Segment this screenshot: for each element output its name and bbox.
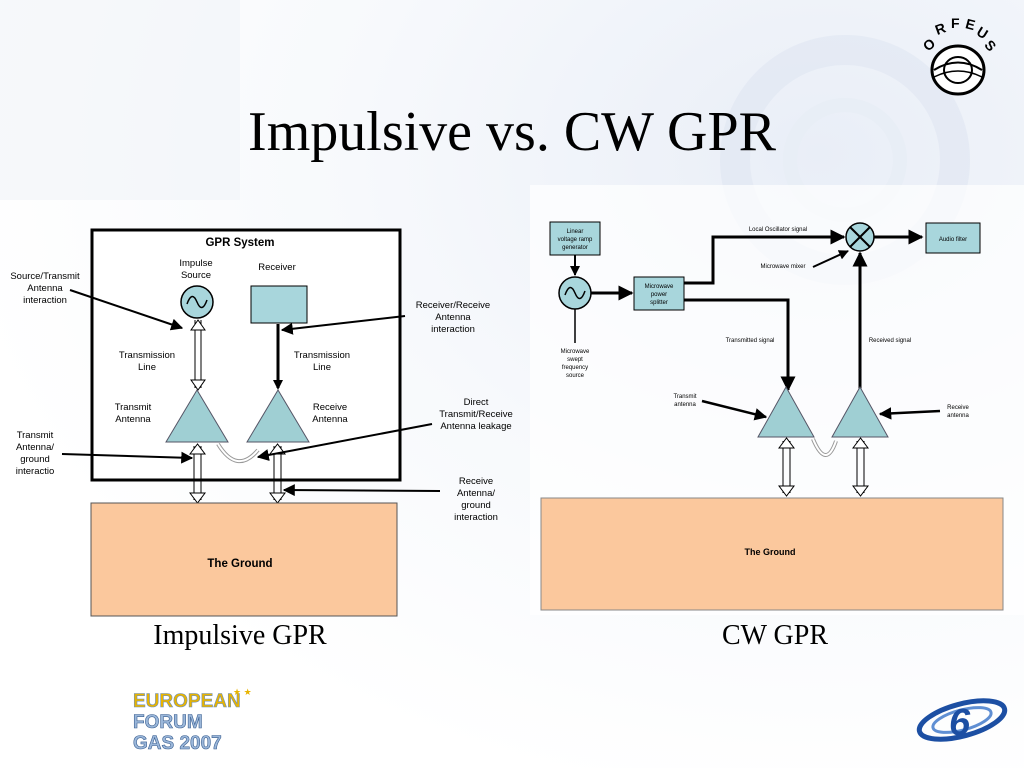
impulsive-gpr-diagram: GPR System Impulse Source Receiver Trans… <box>10 228 513 617</box>
swept-source-label-1: Microwave <box>561 349 590 355</box>
power-splitter-block <box>633 276 685 311</box>
transmission-line-right-2: Line <box>313 362 331 373</box>
ramp-generator-label-2: voltage ramp <box>558 237 593 243</box>
ramp-generator-block <box>549 221 601 256</box>
ann-transmit-ground-3: ground <box>20 454 50 465</box>
cw-transmit-antenna-label-1: Transmit <box>673 394 696 400</box>
audio-filter-label: Audio filter <box>939 237 967 243</box>
fp6-number: 6 <box>949 702 971 744</box>
receive-antenna-triangle <box>246 389 310 443</box>
transmit-antenna-triangle <box>165 389 229 443</box>
ramp-generator-label-1: Linear <box>567 229 584 235</box>
power-splitter-label-3: splitter <box>650 300 668 306</box>
orfeus-logo: O R F E U S <box>920 15 1000 96</box>
fp6-logo: 6 <box>916 698 1008 744</box>
local-oscillator-label: Local Oscillator signal <box>749 227 807 233</box>
cw-receive-antenna-label-2: antenna <box>947 413 969 419</box>
transmission-line-left-2: Line <box>138 362 156 373</box>
power-splitter-label-2: power <box>651 292 667 298</box>
ann-receiver-receive-2: Antenna <box>435 312 471 323</box>
transmit-antenna-label-1: Transmit <box>115 402 152 413</box>
svg-text:O: O <box>920 35 938 54</box>
ann-receive-ground-1: Receive <box>459 476 493 487</box>
ann-direct-leakage-1: Direct <box>464 397 489 408</box>
swept-source-label-4: source <box>566 373 585 379</box>
svg-text:E: E <box>964 15 977 33</box>
cw-receive-antenna-label-1: Receive <box>947 405 969 411</box>
transmission-line-left-1: Transmission <box>119 350 175 361</box>
svg-text:F: F <box>951 15 960 31</box>
ann-receive-ground-2: Antenna/ <box>457 488 495 499</box>
received-signal-label: Received signal <box>869 338 911 344</box>
ramp-generator-label-3: generator <box>562 245 588 251</box>
swept-source-label-3: frequency <box>562 365 588 371</box>
transmission-line-right-1: Transmission <box>294 350 350 361</box>
impulsive-ground <box>90 502 398 617</box>
receive-antenna-label-1: Receive <box>313 402 347 413</box>
receiver-block <box>250 285 308 324</box>
gpr-system-frame <box>90 228 402 482</box>
impulsive-ground-label: The Ground <box>207 558 272 570</box>
ann-transmit-ground-4: interactio <box>16 466 55 477</box>
forum-line-2: FORUM <box>133 712 203 733</box>
ann-receiver-receive-3: interaction <box>431 324 475 335</box>
impulse-source-label-1: Impulse <box>179 258 212 269</box>
cw-transmit-antenna-label-2: antenna <box>674 402 696 408</box>
svg-text:U: U <box>974 23 991 42</box>
ann-source-transmit-2: Antenna <box>27 283 63 294</box>
forum-line-3: GAS 2007 <box>133 733 222 754</box>
transmitted-signal-label: Transmitted signal <box>726 338 775 344</box>
mixer-label: Microwave mixer <box>760 264 805 270</box>
ann-direct-leakage-2: Transmit/Receive <box>439 409 513 420</box>
impulse-source-label-2: Source <box>181 270 211 281</box>
cw-receive-antenna-triangle <box>831 385 889 438</box>
power-splitter-label-1: Microwave <box>645 284 674 290</box>
svg-text:R: R <box>933 20 948 38</box>
receive-antenna-label-2: Antenna <box>312 414 348 425</box>
ann-source-transmit-1: Source/Transmit <box>10 271 80 282</box>
cw-transmit-antenna-triangle <box>757 385 815 438</box>
cw-gpr-diagram: Linear voltage ramp generator Microwave … <box>530 185 1024 615</box>
caption-impulsive: Impulsive GPR <box>153 620 327 651</box>
swept-source-label-2: swept <box>567 357 583 363</box>
audio-filter-block <box>925 222 981 254</box>
european-forum-gas-logo: EUROPEAN FORUM GAS 2007 ★ ★ <box>125 683 275 755</box>
forum-line-1: EUROPEAN <box>133 691 241 712</box>
ann-direct-leakage-3: Antenna leakage <box>440 421 511 432</box>
svg-text:★ ★: ★ ★ <box>233 687 252 697</box>
caption-cw: CW GPR <box>721 620 829 651</box>
ann-transmit-ground-1: Transmit <box>17 430 54 441</box>
ann-receive-ground-3: ground <box>461 500 491 511</box>
cw-ground <box>540 497 1004 611</box>
receiver-label: Receiver <box>258 262 296 273</box>
transmit-antenna-label-2: Antenna <box>115 414 151 425</box>
ann-source-transmit-3: interaction <box>23 295 67 306</box>
ann-transmit-ground-2: Antenna/ <box>16 442 54 453</box>
ann-receiver-receive-1: Receiver/Receive <box>416 300 490 311</box>
ann-receive-ground-4: interaction <box>454 512 498 523</box>
cw-ground-label: The Ground <box>745 547 796 557</box>
gpr-system-title: GPR System <box>205 237 274 249</box>
slide-title: Impulsive vs. CW GPR <box>248 101 776 163</box>
